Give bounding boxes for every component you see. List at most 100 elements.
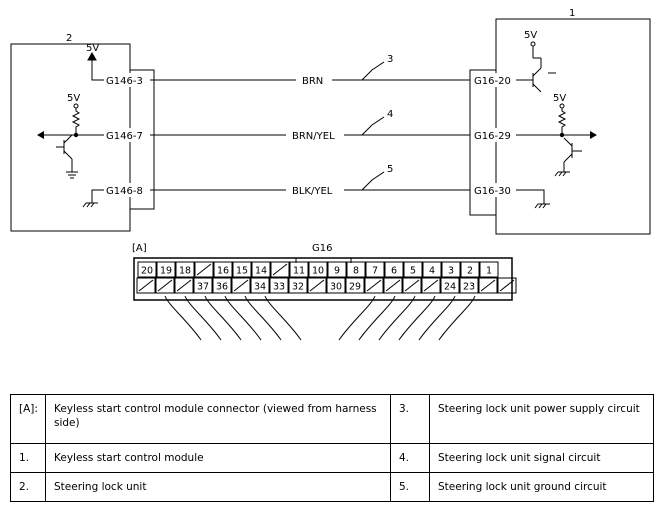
empty-cavity-mark bbox=[233, 279, 249, 292]
pin-cell-top bbox=[156, 261, 176, 278]
legend-row: 2. Steering lock unit 5. Steering lock u… bbox=[10, 472, 654, 502]
pin-cell-bottom bbox=[402, 277, 422, 294]
terminal-g16-29: G16-29 bbox=[474, 131, 511, 142]
empty-cavity-mark bbox=[272, 263, 288, 276]
callout-4: 4 bbox=[387, 109, 393, 120]
connector-tag: [A] bbox=[132, 243, 147, 254]
harness-wire bbox=[184, 295, 222, 341]
pin-cell-top bbox=[422, 261, 442, 278]
pin-cell-bottom bbox=[440, 277, 460, 294]
supply-5v-a: 5V bbox=[86, 43, 99, 54]
pin-label: 9 bbox=[334, 266, 340, 277]
pin-cell-top bbox=[384, 261, 404, 278]
wiring-diagram: 2 1 BRN BRN/YEL BLK/YEL 3 4 5 G146-3 G14… bbox=[10, 8, 651, 341]
harness-wire bbox=[224, 295, 262, 341]
terminal-g16-30: G16-30 bbox=[474, 186, 511, 197]
connector-name: G16 bbox=[312, 243, 332, 254]
pin-label: 2 bbox=[467, 266, 473, 277]
pin-label: 34 bbox=[254, 282, 266, 293]
pin-cell-bottom bbox=[288, 277, 308, 294]
empty-cavity-mark bbox=[385, 279, 401, 292]
legend-row: 1. Keyless start control module 4. Steer… bbox=[10, 443, 654, 473]
pin-label: 32 bbox=[292, 282, 304, 293]
control-module-box bbox=[495, 18, 651, 235]
legend-key: 4. bbox=[390, 443, 430, 473]
pin-label: 23 bbox=[463, 282, 475, 293]
pin-cell-top bbox=[479, 261, 499, 278]
steering-lock-unit-number: 2 bbox=[66, 33, 72, 44]
pin-cell-top bbox=[327, 261, 347, 278]
pin-label: 8 bbox=[353, 266, 359, 277]
pin-cell-bottom bbox=[307, 277, 327, 294]
legend-text: Steering lock unit signal circuit bbox=[429, 443, 654, 473]
callout-5: 5 bbox=[387, 164, 393, 175]
pin-label: 16 bbox=[217, 266, 229, 277]
lock-supply-arrow-icon bbox=[87, 51, 104, 81]
legend-row: [A]: Keyless start control module connec… bbox=[10, 394, 654, 444]
lock-transistor-icon bbox=[56, 134, 73, 172]
harness-wire bbox=[264, 295, 302, 341]
pullup-resistor-icon bbox=[71, 103, 81, 135]
pin-label: 20 bbox=[141, 266, 153, 277]
harness-wire bbox=[244, 295, 282, 341]
pin-cell-bottom bbox=[231, 277, 251, 294]
pin-cell-bottom bbox=[193, 277, 213, 294]
callout-leader-4 bbox=[361, 116, 385, 136]
pin-label: 30 bbox=[330, 282, 342, 293]
pin-cell-top bbox=[289, 261, 309, 278]
legend-key: 1. bbox=[10, 443, 46, 473]
empty-cavity-mark bbox=[157, 279, 173, 292]
chassis-ground-icon bbox=[82, 189, 104, 208]
supply-5v-c: 5V bbox=[524, 30, 537, 41]
pin-label: 5 bbox=[410, 266, 416, 277]
terminal-g146-3: G146-3 bbox=[106, 76, 143, 87]
harness-wire bbox=[418, 295, 456, 341]
pin-label: 18 bbox=[179, 266, 191, 277]
pin-cell-bottom bbox=[497, 277, 517, 294]
pin-cell-top bbox=[270, 261, 290, 278]
pin-cell-bottom bbox=[364, 277, 384, 294]
pin-cell-bottom bbox=[250, 277, 270, 294]
module-transistor-bottom-icon bbox=[563, 137, 582, 172]
empty-cavity-mark bbox=[423, 279, 439, 292]
pin-label: 36 bbox=[216, 282, 228, 293]
harness-wire bbox=[358, 295, 396, 341]
legend-text: Steering lock unit bbox=[45, 472, 391, 502]
pin-cell-top bbox=[232, 261, 252, 278]
harness-wire bbox=[398, 295, 436, 341]
legend-key: 5. bbox=[390, 472, 430, 502]
pin-cell-bottom bbox=[155, 277, 175, 294]
pin-cell-top bbox=[308, 261, 328, 278]
module-connector-body bbox=[469, 69, 497, 216]
pin-label: 1 bbox=[486, 266, 492, 277]
pin-label: 37 bbox=[197, 282, 209, 293]
control-module-number: 1 bbox=[569, 8, 575, 19]
empty-cavity-mark bbox=[138, 279, 154, 292]
pin-cell-top bbox=[441, 261, 461, 278]
pin-cell-bottom bbox=[459, 277, 479, 294]
terminal-g16-20: G16-20 bbox=[474, 76, 511, 87]
harness-wire bbox=[204, 295, 242, 341]
signal-arrow-left-icon bbox=[37, 131, 44, 139]
empty-cavity-mark bbox=[499, 279, 515, 292]
legend-key: [A]: bbox=[10, 394, 46, 444]
legend-table: [A]: Keyless start control module connec… bbox=[10, 394, 654, 502]
pin-label: 19 bbox=[160, 266, 172, 277]
callout-leader-3 bbox=[361, 61, 385, 81]
legend-text: Keyless start control module connector (… bbox=[45, 394, 391, 444]
module-transistor-top-icon bbox=[516, 41, 556, 93]
pin-label: 4 bbox=[429, 266, 435, 277]
supply-5v-d: 5V bbox=[553, 93, 566, 104]
pin-cell-bottom bbox=[174, 277, 194, 294]
pin-cell-bottom bbox=[269, 277, 289, 294]
module-chassis-ground-icon bbox=[516, 189, 550, 209]
supply-5v-b: 5V bbox=[67, 93, 80, 104]
empty-cavity-mark bbox=[309, 279, 325, 292]
pin-label: 6 bbox=[391, 266, 397, 277]
pin-cell-bottom bbox=[383, 277, 403, 294]
signal-arrow-right-icon bbox=[590, 131, 597, 139]
empty-cavity-mark bbox=[404, 279, 420, 292]
wire-color-blk-yel: BLK/YEL bbox=[292, 186, 333, 197]
pin-cell-top bbox=[365, 261, 385, 278]
